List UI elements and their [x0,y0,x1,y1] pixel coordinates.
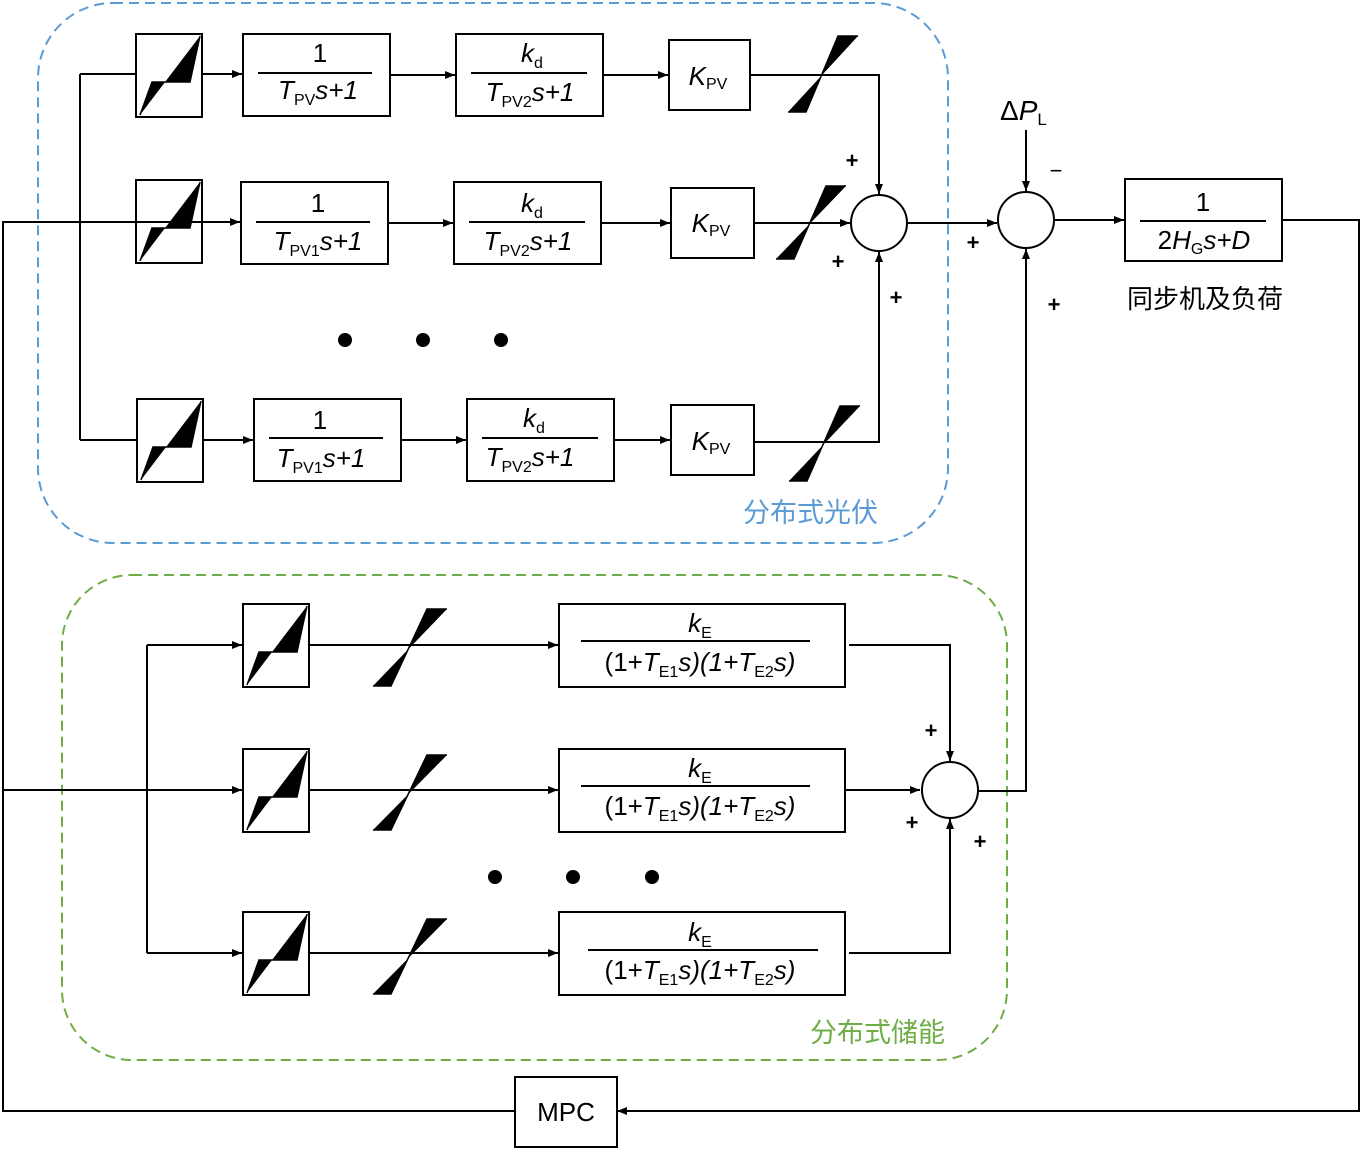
plant-block: 1 2HGs+D 同步机及负荷 [1124,178,1283,315]
rate-limiter-block [135,179,203,264]
pv-group-outline [37,2,949,544]
pv-row-3: 1 TPV1s+1 kd TPV2s+1 KPV [80,252,883,483]
saturation-symbol [373,608,447,687]
tf-denominator: TPV1s+1 [277,443,366,477]
tf-numerator: kd [521,38,543,72]
gain-label: KPV [689,61,728,93]
tf-numerator: 1 [311,188,325,218]
gain-label: KPV [692,208,731,240]
es-row-2: kE (1+TE1s)(1+TE2s) [147,748,920,833]
rate-limiter-block [242,603,310,688]
tf-denominator: (1+TE1s)(1+TE2s) [605,647,796,681]
es-row-3: kE (1+TE1s)(1+TE2s) [147,819,954,996]
tf-numerator: kd [523,403,545,437]
pv-inverter-block [455,33,604,117]
pv-row-2: 1 TPV1s+1 kd TPV2s+1 KPV [80,179,850,265]
pv-filter-block [242,33,391,117]
tf-denominator: 2HGs+D [1158,225,1251,258]
tf-denominator: TPV1s+1 [274,226,363,260]
saturation-symbol [373,754,447,831]
rate-limiter-block [136,398,204,483]
svg-text:+: + [890,285,903,310]
svg-text:−: − [1050,158,1063,183]
es-group-label: 分布式储能 [810,1018,945,1049]
rate-limiter-block [135,33,203,118]
svg-text:+: + [974,829,987,854]
tf-numerator: kd [521,188,543,222]
pv-ellipsis [338,333,508,347]
tf-numerator: kE [688,753,712,787]
tf-denominator: TPV2s+1 [486,77,575,111]
svg-text:+: + [1048,292,1061,317]
tf-numerator: 1 [1196,187,1210,217]
tf-denominator: TPVs+1 [278,75,358,109]
saturation-symbol [789,405,860,482]
storage-transfer-block [558,603,846,688]
storage-transfer-block [558,748,846,833]
svg-text:+: + [967,230,980,255]
saturation-symbol [776,185,846,260]
es-summing-junction: + + + [906,718,987,854]
tf-numerator: kE [688,917,712,951]
storage-transfer-block [558,911,846,996]
rate-limiter-block [242,748,310,833]
pv-row-1: 1 TPVs+1 kd TPV2s+1 KPV [80,33,883,194]
svg-text:+: + [906,810,919,835]
pv-group-label: 分布式光伏 [743,498,878,529]
tf-denominator: (1+TE1s)(1+TE2s) [605,955,796,989]
load-disturbance-label: ΔPL [1000,95,1047,129]
feedback-wiring [2,74,1360,1115]
pv-inverter-block [466,398,615,482]
es-row-1: kE (1+TE1s)(1+TE2s) [147,603,954,761]
svg-text:+: + [925,718,938,743]
pv-gain-block [670,187,755,259]
pv-gain-block [670,404,755,476]
tf-numerator: 1 [313,38,327,68]
pv-filter-block [253,398,402,482]
tf-denominator: TPV2s+1 [484,226,573,260]
tf-numerator: kE [688,608,712,642]
saturation-symbol [373,918,447,995]
main-summing-junction: + − + ΔPL [907,95,1124,792]
es-group-outline [61,574,1008,1061]
saturation-symbol [788,35,858,113]
rate-limiter-block [242,911,310,996]
mpc-controller-block: MPC [514,1076,618,1148]
tf-numerator: 1 [313,405,327,435]
svg-text:+: + [832,249,845,274]
plant-label: 同步机及负荷 [1127,285,1283,315]
gain-label: KPV [692,426,731,458]
es-ellipsis [488,870,659,884]
svg-text:+: + [846,148,859,173]
pv-summing-junction: + + + [832,148,908,310]
tf-denominator: (1+TE1s)(1+TE2s) [605,791,796,825]
pv-gain-block [668,39,751,111]
svg-text:MPC: MPC [537,1097,595,1127]
tf-denominator: TPV2s+1 [486,442,575,476]
